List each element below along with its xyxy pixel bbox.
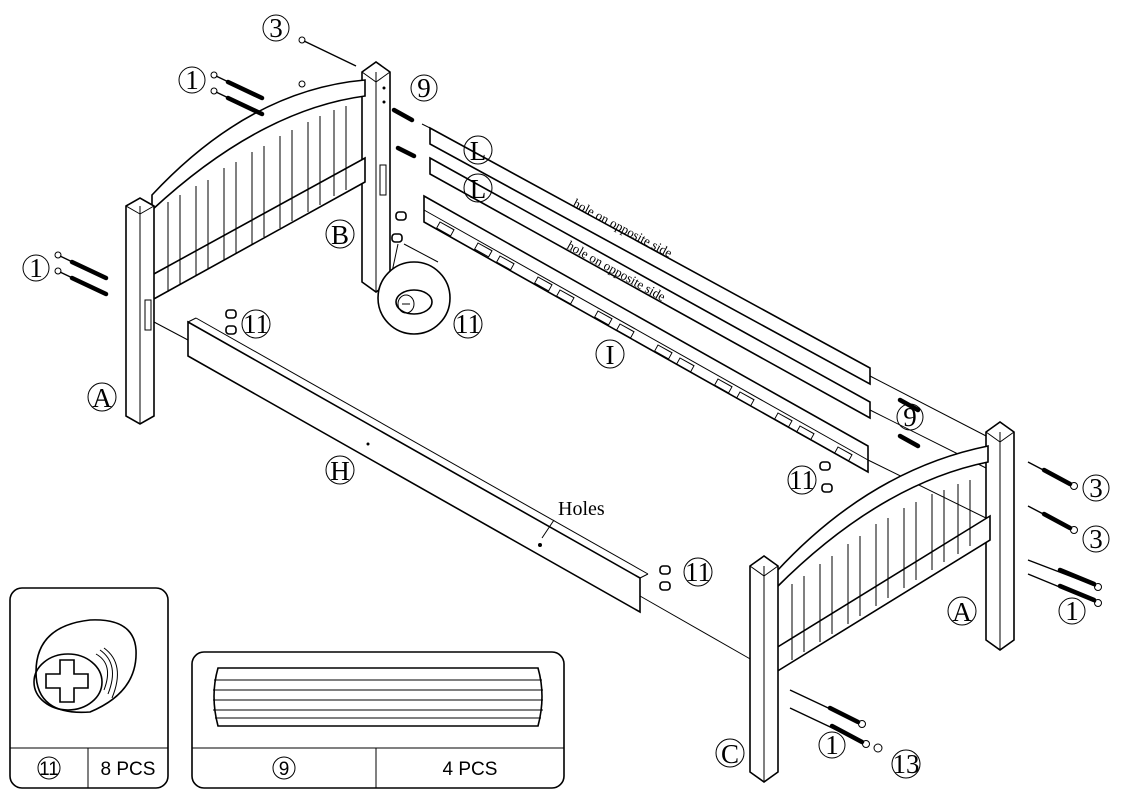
svg-text:11: 11 — [685, 557, 711, 587]
parts-box-nut: 11 8 PCS — [9, 587, 169, 789]
svg-text:L: L — [470, 174, 487, 204]
svg-text:11: 11 — [243, 309, 269, 339]
bolt-group-right-post — [1027, 461, 1102, 607]
label-bolt-3-right-b: 3 — [1082, 524, 1110, 554]
svg-text:1: 1 — [29, 253, 43, 283]
label-b: B — [325, 219, 355, 250]
label-dowel-9-top: 9 — [410, 73, 438, 103]
svg-text:L: L — [470, 136, 487, 166]
svg-text:9: 9 — [903, 402, 917, 432]
svg-text:3: 3 — [269, 13, 283, 43]
barrel-nuts-h-end — [659, 565, 671, 591]
barrel-nut-icon — [33, 619, 137, 714]
svg-text:13: 13 — [893, 749, 920, 779]
headboard-rear — [125, 61, 391, 425]
dowels-right — [897, 397, 921, 449]
parts-box-dowel: 9 4 PCS — [191, 651, 565, 789]
dowel-quantity: 4 PCS — [443, 759, 498, 780]
rail-i — [423, 194, 869, 474]
label-l-top: L — [463, 135, 493, 166]
label-bolt-1-front-post: 1 — [818, 730, 846, 760]
bolt-group-front-post — [789, 689, 883, 753]
footboard-front — [749, 421, 1015, 783]
label-h: H — [325, 455, 355, 486]
label-l-middle: L — [463, 173, 493, 204]
svg-text:H: H — [330, 456, 350, 486]
rail-l-top — [421, 123, 871, 386]
svg-text:1: 1 — [1065, 596, 1079, 626]
barrel-nuts-rear — [391, 211, 407, 243]
svg-text:9: 9 — [417, 73, 431, 103]
label-nut-11-rail-h: 11 — [241, 309, 271, 339]
barrel-nut-zoom — [377, 243, 451, 335]
barrel-nuts-rail-end — [819, 461, 833, 493]
nut-quantity: 8 PCS — [101, 759, 156, 780]
label-dowel-9-right: 9 — [896, 402, 924, 432]
label-bolt-1-head-top: 1 — [178, 65, 206, 95]
svg-text:1: 1 — [825, 730, 839, 760]
nut-part-number: 11 — [39, 759, 59, 780]
svg-text:3: 3 — [1089, 524, 1103, 554]
bolt-group-head-top — [210, 71, 306, 117]
label-bolt-1-right-post: 1 — [1058, 596, 1086, 626]
label-i: I — [595, 339, 625, 370]
label-nut-11-h-end: 11 — [683, 557, 713, 587]
rail-l-middle — [429, 156, 871, 420]
rail-h — [153, 317, 753, 661]
label-nut-11-zoom: 11 — [453, 309, 483, 339]
svg-text:A: A — [92, 383, 112, 413]
bolt-group-left-post — [54, 251, 109, 297]
svg-text:3: 3 — [1089, 473, 1103, 503]
note-holes: Holes — [541, 498, 605, 539]
bolt-3-top — [298, 36, 357, 67]
label-washer-13: 13 — [891, 749, 921, 779]
label-bolt-3-right-a: 3 — [1082, 473, 1110, 503]
dowel-part-number: 9 — [279, 759, 290, 780]
svg-text:C: C — [721, 739, 739, 769]
dowels-rear — [382, 86, 417, 159]
svg-text:A: A — [952, 597, 972, 627]
label-nut-11-rail-end: 11 — [787, 465, 817, 495]
barrel-nuts-rail-h — [225, 309, 237, 335]
dowel-icon — [213, 667, 543, 727]
label-bolt-1-left-post: 1 — [22, 253, 50, 283]
label-c: C — [715, 738, 745, 769]
svg-text:11: 11 — [789, 465, 815, 495]
label-a-left: A — [87, 382, 117, 413]
label-bolt-3-top: 3 — [262, 13, 290, 43]
svg-text:1: 1 — [185, 65, 199, 95]
svg-text:I: I — [606, 340, 615, 370]
svg-text:Holes: Holes — [558, 498, 605, 520]
svg-text:B: B — [331, 220, 349, 250]
svg-text:11: 11 — [455, 309, 481, 339]
label-a-right: A — [947, 596, 977, 627]
